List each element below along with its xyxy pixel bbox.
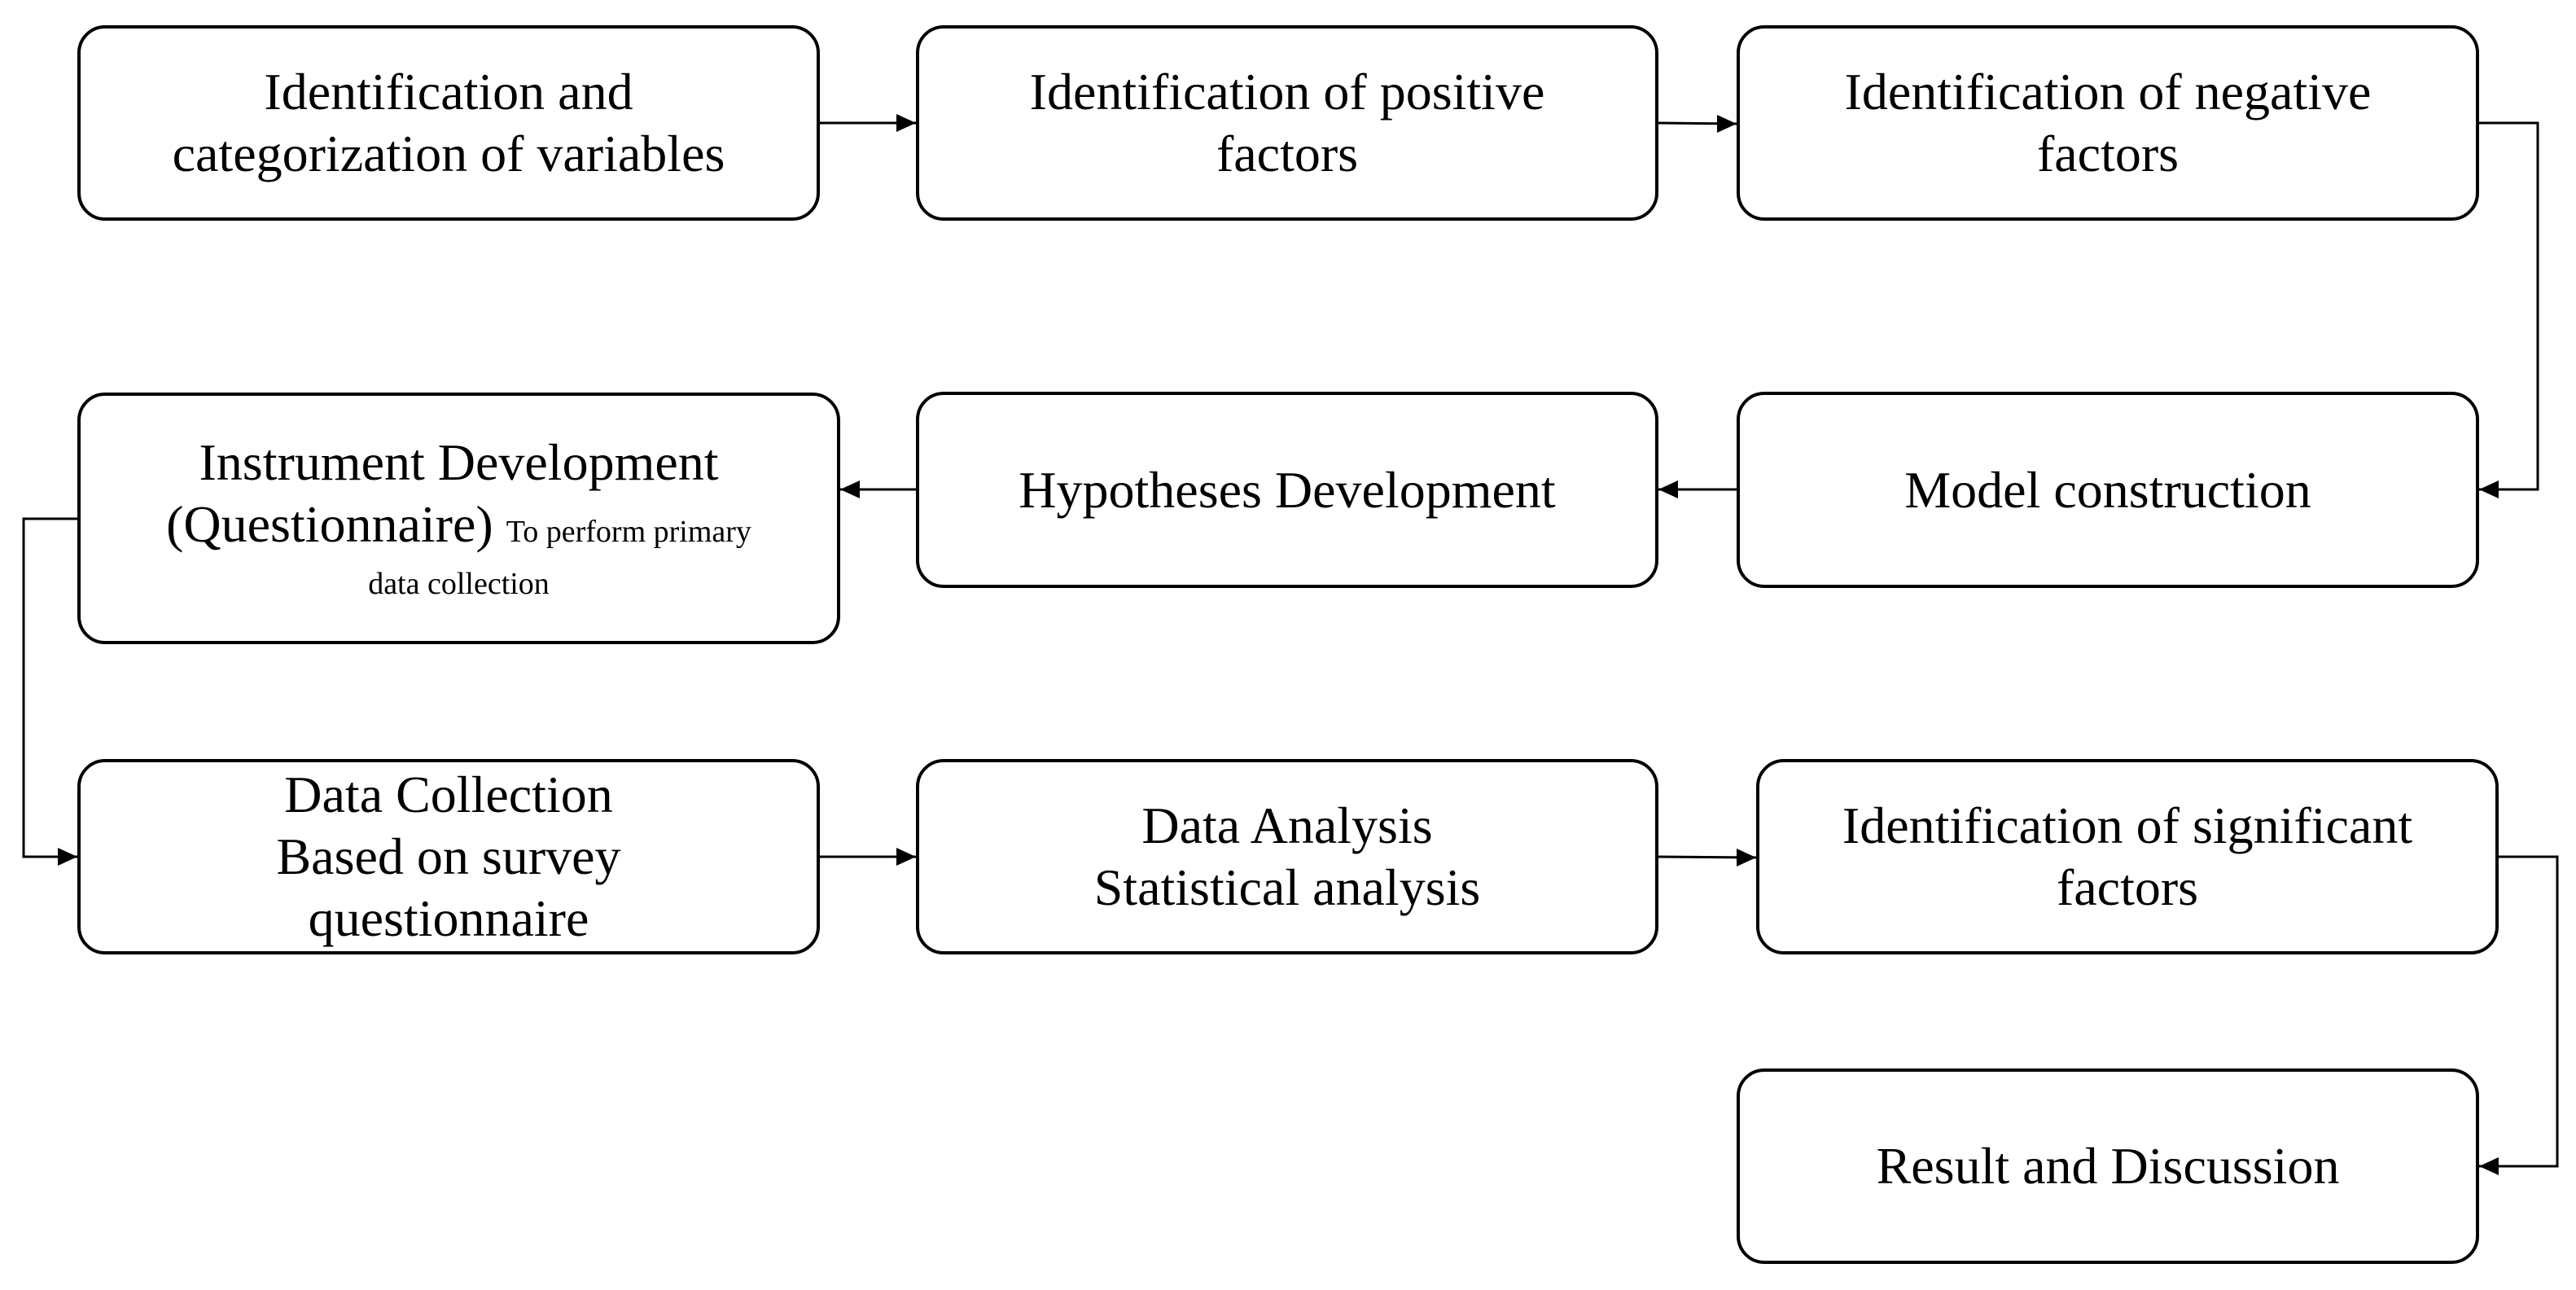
arrowhead-step4 xyxy=(840,480,860,498)
arrow-step3-to-step6 xyxy=(2479,121,2539,491)
step-label-line: Identification of positive xyxy=(1029,63,1545,121)
arrowhead-step7 xyxy=(58,848,77,866)
step-label-line: factors xyxy=(2036,125,2180,182)
step-label-line: Data Collection xyxy=(284,766,613,823)
step-label-line: Based on survey xyxy=(276,827,621,885)
arrowhead-step5 xyxy=(1658,480,1678,498)
step-label-line: factors xyxy=(2056,858,2199,916)
arrow-step4-to-step7 xyxy=(22,517,79,858)
step-model-construction: Model construction xyxy=(1737,392,2479,588)
step-result-discussion: Result and Discussion xyxy=(1737,1068,2479,1264)
step-label-main: (Questionnaire) xyxy=(166,495,493,553)
step-label-line: questionnaire xyxy=(308,889,589,947)
step-label-line: Result and Discussion xyxy=(1876,1137,2340,1195)
arrowhead-step9 xyxy=(1737,849,1756,867)
step-label-line: factors xyxy=(1216,125,1359,182)
step-instrument-development: Instrument Development (Questionnaire) T… xyxy=(77,393,840,644)
step-data-collection: Data Collection Based on survey question… xyxy=(77,759,820,954)
step-label-line: Identification and xyxy=(264,63,633,121)
arrow-step9-to-step10 xyxy=(2479,855,2559,1168)
arrowhead-step6 xyxy=(2479,480,2499,498)
step-positive-factors: Identification of positive factors xyxy=(916,25,1658,221)
step-label-line: Model construction xyxy=(1904,460,2311,519)
step-label-note: To perform primary xyxy=(506,515,751,549)
step-label-line: Statistical analysis xyxy=(1093,858,1481,916)
step-label-line: categorization of variables xyxy=(172,125,725,182)
step-data-analysis: Data Analysis Statistical analysis xyxy=(916,759,1658,954)
step-identification-categorization: Identification and categorization of var… xyxy=(77,25,820,221)
arrowhead-step8 xyxy=(896,848,916,866)
step-label-line: Instrument Development xyxy=(199,433,719,491)
arrowhead-step2 xyxy=(896,114,916,132)
step-label-line: Data Analysis xyxy=(1141,796,1433,854)
step-label-line-mixed: (Questionnaire) To perform primary xyxy=(166,494,751,563)
step-significant-factors: Identification of significant factors xyxy=(1756,759,2499,954)
step-label-line: Hypotheses Development xyxy=(1019,460,1556,519)
step-label-line: Identification of significant xyxy=(1842,796,2413,854)
step-hypotheses-development: Hypotheses Development xyxy=(916,392,1658,588)
step-negative-factors: Identification of negative factors xyxy=(1737,25,2479,221)
arrowhead-step3 xyxy=(1717,115,1737,133)
step-label-line: Identification of negative xyxy=(1844,63,2372,121)
arrowhead-step10 xyxy=(2479,1157,2499,1175)
step-label-note: data collection xyxy=(368,567,550,601)
